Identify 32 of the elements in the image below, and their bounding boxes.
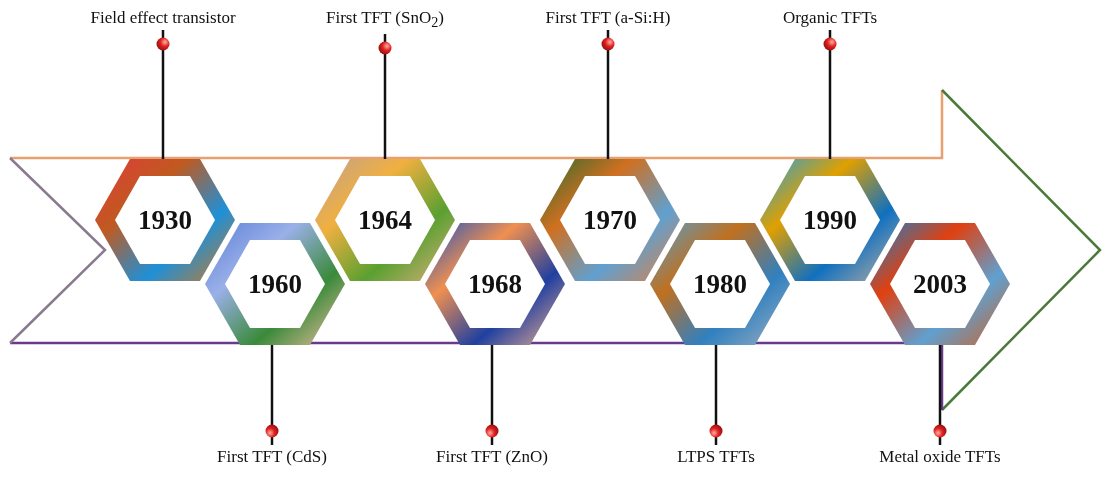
leader-line [485,345,499,445]
year-label: 1930 [137,204,193,237]
year-label: 1970 [582,204,638,237]
year-label: 1990 [802,204,858,237]
hexagon-node [540,159,680,281]
year-label: 1960 [247,268,303,301]
milestone-label: First TFT (a-Si:H) [533,6,683,30]
hexagon-node [95,159,235,281]
milestone-label: First TFT (SnO$_{2}$) [310,6,460,35]
milestone-label: Metal oxide TFTs [865,445,1015,469]
leader-line [933,345,947,445]
milestone-label: Organic TFTs [755,6,905,30]
year-label: 1968 [467,268,523,301]
leader-line [601,30,615,159]
leader-line [265,345,279,445]
hexagon-node [205,223,345,345]
hexagon-node [650,223,790,345]
leader-line [378,34,392,159]
hexagon-node [315,159,455,281]
hexagon-node [425,223,565,345]
leader-line [823,30,837,159]
milestone-label: First TFT (CdS) [197,445,347,469]
hexagon-node [760,159,900,281]
hexagon-node [870,223,1010,345]
year-label: 2003 [912,268,968,301]
year-label: 1964 [357,204,413,237]
year-label: 1980 [692,268,748,301]
milestone-label: First TFT (ZnO) [417,445,567,469]
leader-line [709,345,723,445]
leader-line [156,30,170,159]
milestone-label: Field effect transistor [88,6,238,30]
milestone-label: LTPS TFTs [641,445,791,469]
